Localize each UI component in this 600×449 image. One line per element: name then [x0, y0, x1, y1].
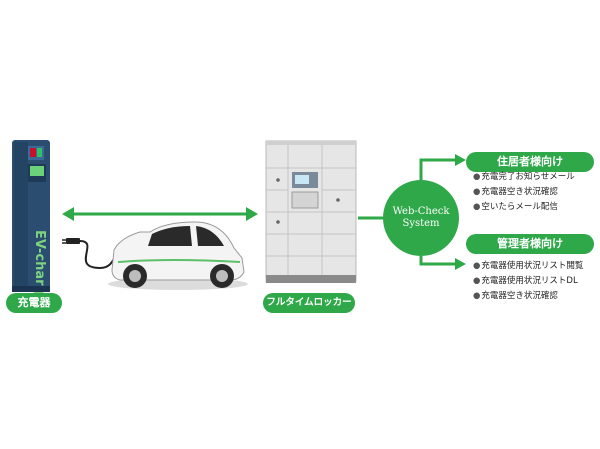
svg-text:EV-charge: EV-charge — [32, 230, 47, 304]
bullet-icon: ● — [473, 202, 481, 212]
list-item: ●充電器使用状況リストDL — [473, 276, 578, 286]
charger-illustration: EV-charge — [12, 140, 50, 304]
list-item: ●充電器空き状況確認 — [473, 187, 558, 197]
branch-arrow-up — [419, 154, 466, 180]
branch-arrow-down — [419, 256, 466, 270]
bullet-icon: ● — [473, 187, 481, 197]
webcheck-system-node: Web-Check System — [383, 180, 459, 256]
locker-label: フルタイムロッカー — [263, 293, 355, 313]
admin-section-title: 管理者様向け — [466, 234, 594, 254]
electric-car-illustration — [108, 221, 248, 290]
list-item: ●充電器空き状況確認 — [473, 291, 558, 301]
resident-section-title: 住居者様向け — [466, 152, 594, 172]
bullet-icon: ● — [473, 261, 481, 271]
locker-illustration — [265, 140, 357, 283]
list-item: ●空いたらメール配信 — [473, 202, 558, 212]
admin-feature-list: ●充電器使用状況リスト閲覧 ●充電器使用状況リストDL ●充電器空き状況確認 — [473, 259, 583, 304]
bidirectional-arrow — [62, 207, 258, 221]
list-item: ●充電器使用状況リスト閲覧 — [473, 261, 584, 271]
bullet-icon: ● — [473, 172, 481, 182]
charger-label: 充電器 — [6, 293, 62, 313]
resident-feature-list: ●充電完了お知らせメール ●充電器空き状況確認 ●空いたらメール配信 — [473, 170, 575, 215]
bullet-icon: ● — [473, 276, 481, 286]
webcheck-title-line1: Web-Check — [392, 206, 450, 217]
bullet-icon: ● — [473, 291, 481, 301]
webcheck-title-line2: System — [402, 218, 440, 229]
list-item: ●充電完了お知らせメール — [473, 172, 575, 182]
